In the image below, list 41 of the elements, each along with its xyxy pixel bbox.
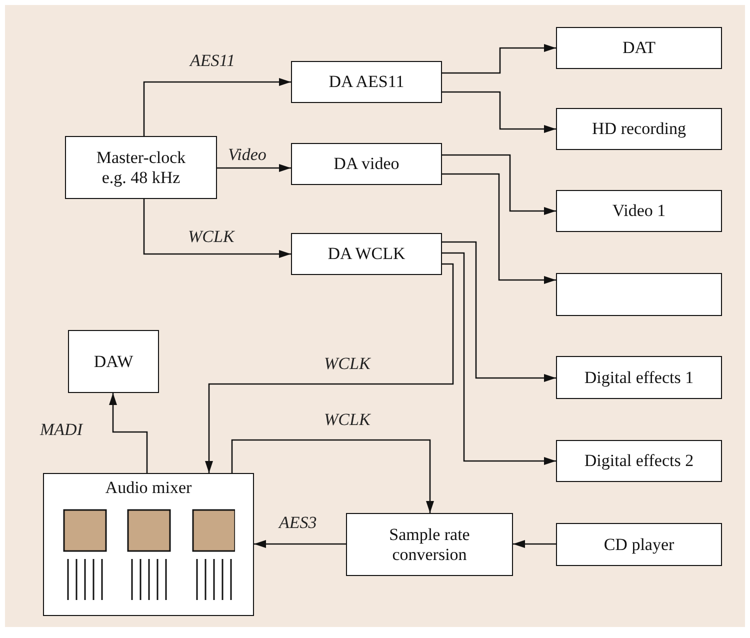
device-box	[556, 27, 722, 69]
node-label: DAT	[622, 38, 656, 58]
arrow	[231, 439, 434, 513]
node-label: Sample rate conversion	[388, 524, 471, 564]
arrow	[205, 263, 454, 473]
node-label: DAW	[94, 352, 134, 372]
node-label: DA video	[334, 154, 400, 174]
arrow	[143, 199, 291, 258]
arrow	[442, 173, 556, 284]
node-label: DA AES11	[328, 72, 404, 92]
arrow	[442, 44, 556, 74]
arrow	[442, 252, 556, 465]
device-box	[291, 233, 442, 275]
device-box	[68, 330, 159, 393]
box-shape	[556, 273, 722, 316]
mixer-box	[43, 473, 254, 616]
arrow	[513, 540, 556, 548]
arrow	[109, 393, 148, 473]
arrow	[442, 91, 556, 133]
device-box	[291, 143, 442, 185]
device-box	[556, 440, 722, 482]
device-box	[556, 356, 722, 399]
device-box	[291, 61, 442, 103]
node-label: Video 1	[612, 201, 666, 221]
arrow	[143, 78, 291, 136]
arrow	[442, 154, 556, 215]
device-box	[346, 513, 513, 576]
arrow	[217, 164, 291, 172]
node-label: Audio mixer	[105, 478, 192, 498]
node-label: DA WCLK	[328, 244, 406, 264]
device-box	[556, 190, 722, 232]
node-label: Digital effects 1	[584, 368, 694, 388]
node-label: Digital effects 2	[584, 451, 694, 471]
device-box	[556, 108, 722, 150]
node-label: Master-clock e.g. 48 kHz	[95, 148, 187, 188]
node-label: CD player	[604, 534, 674, 554]
device-box	[65, 136, 217, 199]
device-box	[556, 523, 722, 566]
arrow	[254, 540, 346, 548]
node-label: HD recording	[592, 119, 686, 139]
arrow	[442, 241, 556, 382]
